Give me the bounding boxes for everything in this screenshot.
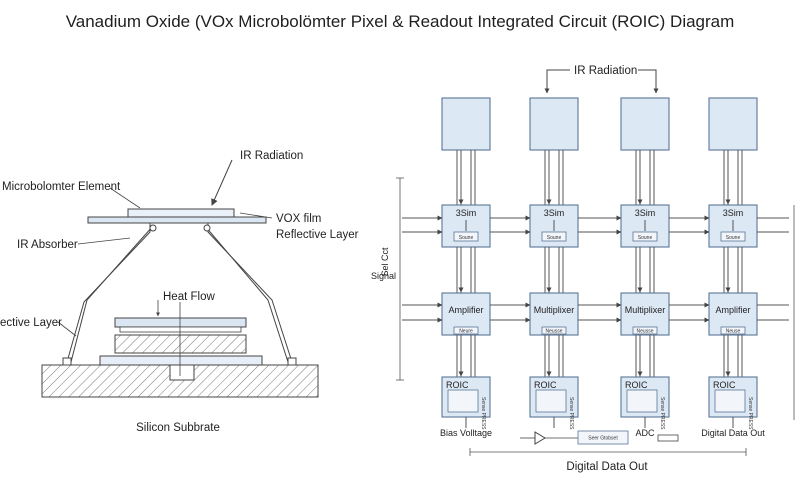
stage2-sub-block [453,326,479,335]
label-reflective-layer-right: Reflective Layer [276,229,359,241]
support-leg-left-inner [70,225,154,363]
stage1-tag: Soune [459,235,474,241]
ir-arrow-left-bracket [544,69,570,94]
stage1-tag: Soune [638,235,653,241]
roic-label: ROIC [446,380,469,390]
roic-label: ROIC [713,380,736,390]
detector-pixel [620,97,670,151]
anchor-right [287,357,297,366]
roic-inner-block [714,389,746,413]
support-leg-right-inner [204,225,289,363]
anchor-left [62,357,72,366]
label-select-top: Sel Cct [380,247,390,277]
label-ir-absorber: IR Absorber [17,239,78,251]
roic-array: IR Radiation Sel Cct Signal 3SimSouneAmp… [371,65,795,473]
buffer-symbol [534,431,546,445]
stage1-tag: Soune [726,235,741,241]
leg-joint-left [149,224,157,232]
stage2-sub-block [632,326,658,335]
microbolometer-leader [109,187,141,209]
leg-joint-right [203,224,211,232]
reflector-base [114,334,247,354]
reflective-layer-leader [57,321,77,337]
stage1-label: 3Sim [544,208,565,218]
detector-pixel [441,97,491,151]
roic-tag: Sense PRESS [747,397,753,430]
label-reflective-layer-left: ective Layer [0,317,62,329]
stage1-sub-block [632,231,658,242]
stage1-label: 3Sim [723,208,744,218]
reflector-top-plate [114,317,247,328]
roic-label: ROIC [625,380,648,390]
vox-film-leader [239,212,273,219]
stage2-tag: Neusse [637,329,654,335]
roic-tag: Sense PRESS [480,397,486,430]
stage2-sub-block [720,326,746,335]
stage1-sub-block [541,231,567,242]
roic-inner-block [535,389,567,413]
detector-pixel [529,97,579,151]
stage2-label: Multiplixer [625,305,666,315]
reflector-gap [119,326,242,333]
ir-radiation-arrow [211,159,233,206]
column-bottom-label: ADC [635,428,655,438]
label-microbolometer-element: Microbolomter Element [2,181,121,193]
stage1-label: 3Sim [456,208,477,218]
stage2-tag: Neusse [546,329,563,335]
page-title: Vanadium Oxide (VOx Microbolömter Pixel … [66,12,735,31]
stage1-tag: Soune [547,235,562,241]
stage2-tag: Neure [459,329,473,335]
stage2-label: Multiplixer [534,305,575,315]
label-ir-radiation-right: IR Radiation [574,65,637,77]
detector-pixel [708,97,758,151]
ir-arrow-right-bracket [638,69,659,94]
roic-tag: Sense PRESS [659,397,665,430]
column-bottom-label: Bias Volltage [440,428,492,438]
roic-tag: Sense PRESS [568,397,574,430]
label-ir-radiation-left: IR Radiation [240,150,303,162]
pixel-cross-section: IR Radiation Microbolomter Element VOX f… [0,150,359,434]
bus-terminal [657,434,679,442]
stage2-sub-block [541,326,567,335]
bus-box-label: Seer Gtobset [588,436,618,442]
stage2-tag: Neuse [726,329,741,335]
stage1-label: 3Sim [635,208,656,218]
label-vox-film: VOX film [276,213,321,225]
microbolometer-membrane [87,216,267,224]
vox-film-layer [127,208,235,218]
label-select-signal: Signal [371,271,396,281]
label-heat-flow: Heat Flow [163,291,215,303]
ir-absorber-leader [77,237,131,245]
roic-inner-block [447,389,479,413]
roic-label: ROIC [534,380,557,390]
label-digital-data-out-bottom: Digital Data Out [566,461,648,473]
stage1-sub-block [720,231,746,242]
label-silicon-substrate: Silicon Subbrate [136,422,220,434]
stage1-sub-block [453,231,479,242]
column-bottom-label: Digital Data Out [701,428,765,438]
roic-inner-block [626,389,658,413]
readout-pad [99,355,263,366]
stage2-label: Amplifier [715,305,750,315]
bus-box [577,430,629,445]
stage2-label: Amplifier [448,305,483,315]
